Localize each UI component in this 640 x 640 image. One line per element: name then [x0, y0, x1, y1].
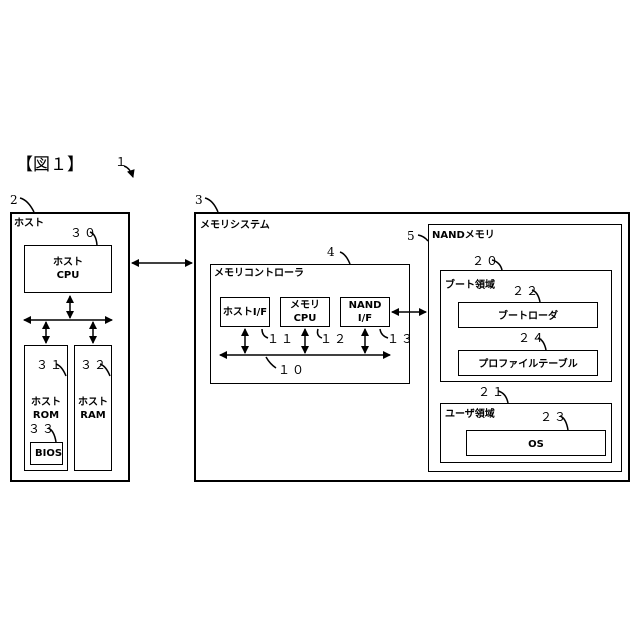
host-rom-label: ホスト ROM	[24, 397, 68, 422]
host-ram-line1: ホスト	[74, 397, 112, 410]
memory-cpu-label: メモリ CPU	[280, 300, 330, 325]
profile-table-label: プロファイルテーブル	[458, 359, 598, 372]
nand-if-line1: NAND	[340, 300, 390, 313]
user-area-ref: ２１	[478, 386, 506, 398]
bootloader-label: ブートローダ	[458, 311, 598, 324]
bootloader-ref: ２２	[512, 285, 540, 297]
host-label: ホスト	[14, 219, 44, 229]
host-cpu-line1: ホスト	[24, 257, 112, 270]
host-cpu-label: ホスト CPU	[24, 257, 112, 282]
host-cpu-ref: ３０	[70, 227, 98, 239]
memory-cpu-ref: １２	[320, 333, 348, 345]
figure-title: 【図１】	[16, 157, 84, 174]
memory-cpu-line1: メモリ	[280, 300, 330, 313]
host-if-label: ホストI/F	[220, 307, 270, 320]
host-ram-line2: RAM	[74, 410, 112, 423]
nand-if-label: NAND I/F	[340, 300, 390, 325]
profile-table-ref: ２４	[518, 332, 546, 344]
nand-if-line2: I/F	[340, 313, 390, 326]
bios-label: BIOS	[35, 449, 62, 459]
os-ref: ２３	[540, 411, 568, 423]
nand-memory-ref: 5	[407, 230, 417, 242]
memory-controller-ref: 4	[327, 246, 337, 258]
figure-ref: １	[115, 156, 129, 168]
host-if-ref: １１	[267, 333, 295, 345]
nand-memory-label: NANDメモリ	[432, 231, 495, 241]
memory-system-label: メモリシステム	[200, 221, 270, 231]
host-ram-ref: ３２	[80, 359, 108, 371]
host-cpu-line2: CPU	[24, 270, 112, 283]
memory-system-ref-leader	[205, 198, 218, 212]
host-rom-ref: ３１	[36, 359, 64, 371]
internal-bus-ref: １０	[278, 364, 306, 376]
boot-area-label: ブート領域	[445, 281, 495, 291]
memory-cpu-line2: CPU	[280, 313, 330, 326]
memory-controller-label: メモリコントローラ	[214, 269, 304, 279]
bios-ref: ３３	[28, 423, 56, 435]
os-label: OS	[466, 439, 606, 452]
user-area-label: ユーザ領域	[445, 410, 495, 420]
nand-if-ref: １３	[387, 333, 415, 345]
host-ref: 2	[10, 194, 20, 206]
memory-system-ref: 3	[195, 194, 205, 206]
host-ref-leader	[20, 198, 34, 212]
host-ram-label: ホスト RAM	[74, 397, 112, 422]
boot-area-ref: ２０	[472, 255, 500, 267]
host-rom-line2: ROM	[24, 410, 68, 423]
host-rom-line1: ホスト	[24, 397, 68, 410]
